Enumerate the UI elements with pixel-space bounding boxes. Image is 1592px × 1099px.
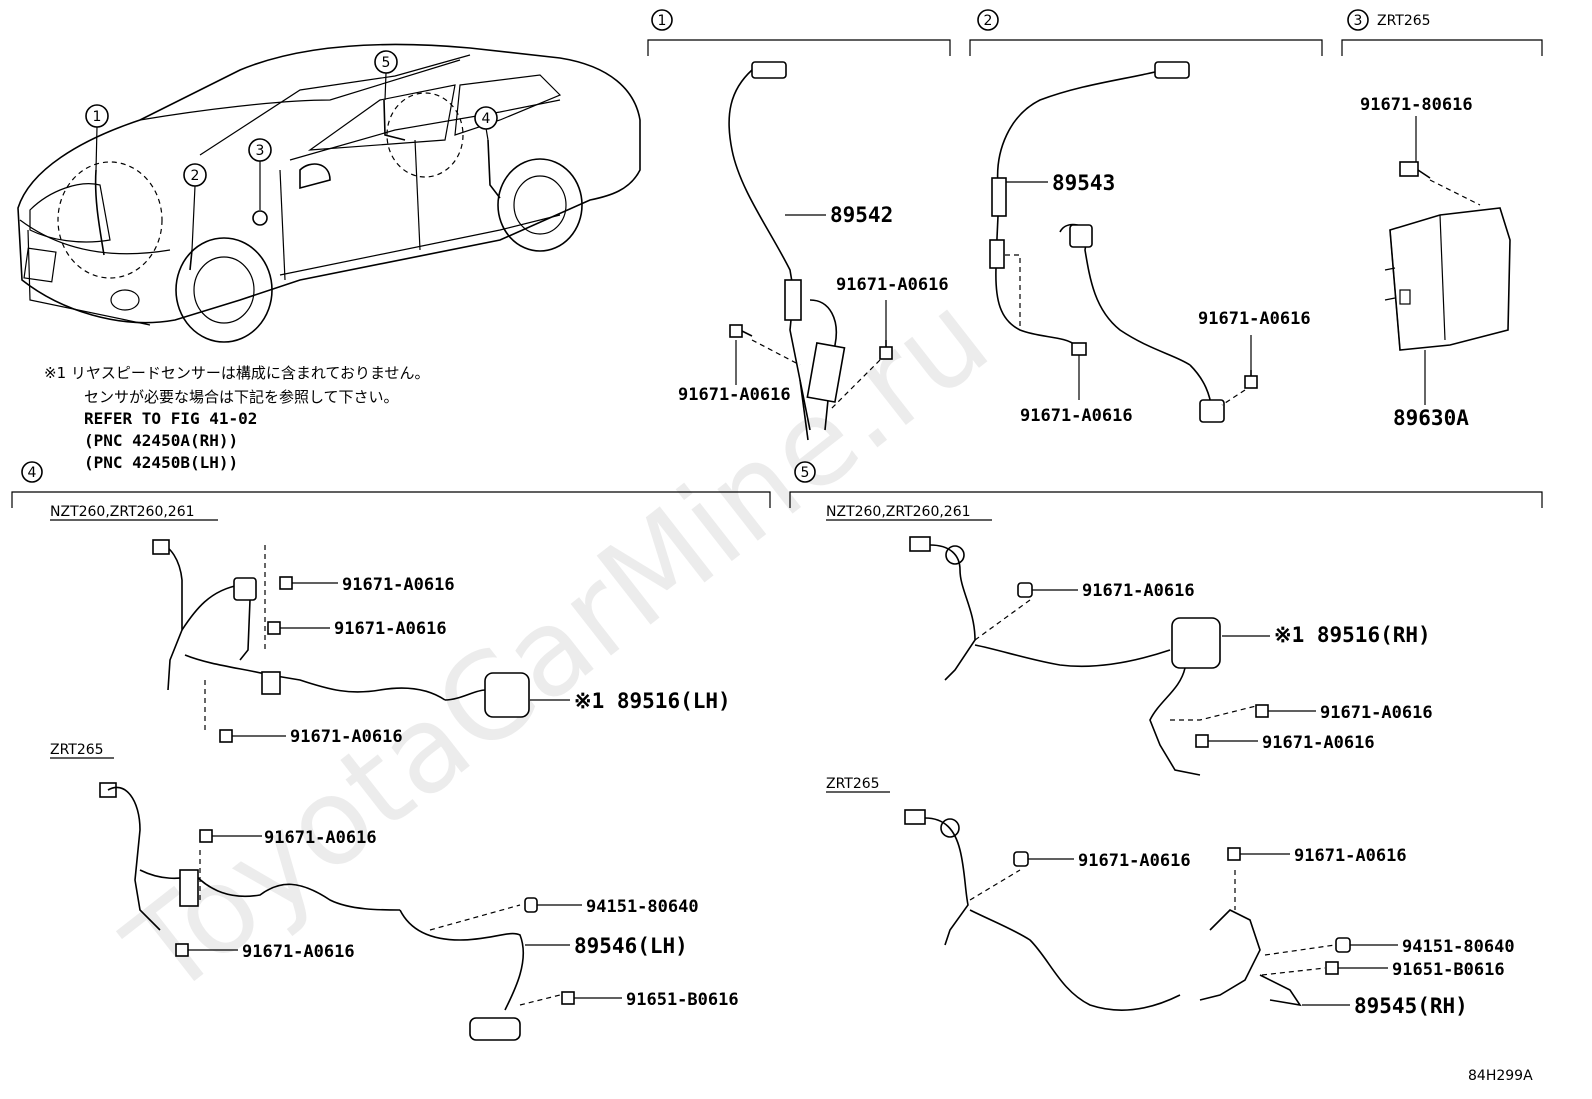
section-4b-nut bbox=[524, 897, 538, 913]
section-3-header: 3 ZRT265 bbox=[1341, 9, 1543, 56]
section-4a-bolt-label-2: 91671-A0616 bbox=[334, 619, 447, 639]
section-5b-bolt-label-1: 91671-A0616 bbox=[1078, 851, 1191, 871]
svg-text:3: 3 bbox=[1354, 13, 1363, 29]
section-4a-models: NZT260,ZRT260,261 bbox=[50, 504, 195, 520]
section-5a-drawing bbox=[909, 536, 1316, 776]
note-line-3: REFER TO FIG 41-02 bbox=[84, 409, 257, 428]
section-4b-bolt-label-1: 91671-A0616 bbox=[264, 828, 377, 848]
section-3-model: ZRT265 bbox=[1377, 13, 1431, 29]
section-2-bolt-label-a: 91671-A0616 bbox=[1198, 309, 1311, 329]
section-2-part-89543: 89543 bbox=[1052, 171, 1115, 195]
section-4a-bolt-2 bbox=[267, 621, 281, 635]
section-5a-bolt-label-3: 91671-A0616 bbox=[1262, 733, 1375, 753]
section-1-bolt-label-a: 91671-A0616 bbox=[836, 275, 949, 295]
section-1-bolt-left bbox=[729, 324, 753, 338]
section-4b-part-89546LH: 89546(LH) bbox=[574, 934, 688, 958]
section-3-drawing bbox=[1384, 116, 1511, 405]
note-line-2: センサが必要な場合は下記を参照して下さい。 bbox=[84, 388, 399, 406]
section-4b-models: ZRT265 bbox=[50, 742, 104, 758]
section-4b-bolt-2 bbox=[175, 943, 189, 957]
section-5a-bolt-label-2: 91671-A0616 bbox=[1320, 703, 1433, 723]
section-4b-drawing bbox=[99, 782, 622, 1041]
section-3-bolt bbox=[1399, 161, 1431, 179]
note-line-5: (PNC 42450B(LH)) bbox=[84, 453, 238, 472]
section-4a-bolt-label-1: 91671-A0616 bbox=[342, 575, 455, 595]
svg-text:2: 2 bbox=[191, 168, 200, 184]
figure-code: 84H299A bbox=[1468, 1068, 1533, 1084]
svg-text:5: 5 bbox=[801, 465, 810, 481]
svg-text:5: 5 bbox=[382, 55, 391, 71]
section-5a-models: NZT260,ZRT260,261 bbox=[826, 504, 971, 520]
car-callout-1: 1 bbox=[85, 104, 109, 128]
section-5a-bolt-3 bbox=[1195, 734, 1209, 748]
section-4b-bolt-1 bbox=[199, 829, 213, 843]
svg-text:1: 1 bbox=[658, 13, 667, 29]
section-1-header: 1 bbox=[647, 9, 951, 56]
car-callout-4: 4 bbox=[474, 106, 498, 130]
section-5a-bolt-2 bbox=[1255, 704, 1269, 718]
section-2-bolt-right bbox=[1244, 335, 1258, 389]
section-2-header: 2 bbox=[969, 9, 1323, 56]
svg-text:3: 3 bbox=[256, 143, 265, 159]
section-5a-bolt-label-1: 91671-A0616 bbox=[1082, 581, 1195, 601]
note-line-1: ※1 リヤスピードセンサーは構成に含まれておりません。 bbox=[44, 364, 430, 382]
svg-text:4: 4 bbox=[28, 465, 37, 481]
section-5a-bolt-1 bbox=[1017, 582, 1033, 598]
car-callout-3: 3 bbox=[248, 138, 272, 162]
section-5b-bolt-3 bbox=[1325, 961, 1339, 975]
section-3-bolt-label: 91671-80616 bbox=[1360, 95, 1473, 115]
section-4a-bolt-label-3: 91671-A0616 bbox=[290, 727, 403, 747]
section-2-bolt-left bbox=[1071, 342, 1087, 400]
section-5b-nut-label: 94151-80640 bbox=[1402, 937, 1515, 957]
section-4-header: 4 bbox=[11, 461, 771, 508]
section-2-bolt-label-b: 91671-A0616 bbox=[1020, 406, 1133, 426]
svg-text:4: 4 bbox=[482, 111, 491, 127]
section-1-bolt-right bbox=[879, 340, 893, 360]
section-5b-bolt-label-2: 91671-A0616 bbox=[1294, 846, 1407, 866]
section-5a-sensor-89516RH: ※1 89516(RH) bbox=[1274, 623, 1431, 647]
section-5b-drawing bbox=[904, 809, 1398, 1011]
svg-text:2: 2 bbox=[984, 13, 993, 29]
section-5b-bolt-2 bbox=[1227, 847, 1241, 861]
section-5b-bolt-1 bbox=[1013, 851, 1029, 867]
section-5-header: 5 bbox=[789, 461, 1543, 508]
note-line-4: (PNC 42450A(RH)) bbox=[84, 431, 238, 450]
note-block: ※1 リヤスピードセンサーは構成に含まれておりません。 センサが必要な場合は下記… bbox=[44, 364, 430, 472]
section-4a-sensor-89516LH: ※1 89516(LH) bbox=[574, 689, 731, 713]
section-4a-bolt-1 bbox=[279, 576, 293, 590]
section-4b-bolt-label-3: 91651-B0616 bbox=[626, 990, 739, 1010]
section-5b-bolt-label-3: 91651-B0616 bbox=[1392, 960, 1505, 980]
svg-text:1: 1 bbox=[93, 109, 102, 125]
section-1-part-89542: 89542 bbox=[830, 203, 893, 227]
car-callout-2: 2 bbox=[183, 163, 207, 187]
section-5b-nut bbox=[1335, 937, 1351, 953]
car-illustration bbox=[17, 43, 641, 343]
section-4b-nut-label: 94151-80640 bbox=[586, 897, 699, 917]
car-callout-5: 5 bbox=[374, 50, 398, 74]
section-4b-bolt-label-2: 91671-A0616 bbox=[242, 942, 355, 962]
section-3-part-89630A: 89630A bbox=[1393, 406, 1469, 430]
section-1-drawing bbox=[728, 61, 893, 441]
section-2-drawing bbox=[989, 61, 1258, 423]
section-1-bolt-label-b: 91671-A0616 bbox=[678, 385, 791, 405]
section-4a-bolt-3 bbox=[219, 729, 233, 743]
section-4a-drawing bbox=[152, 539, 570, 743]
section-5b-part-89545RH: 89545(RH) bbox=[1354, 994, 1468, 1018]
section-4b-bolt-3 bbox=[561, 991, 575, 1005]
section-5b-models: ZRT265 bbox=[826, 776, 880, 792]
